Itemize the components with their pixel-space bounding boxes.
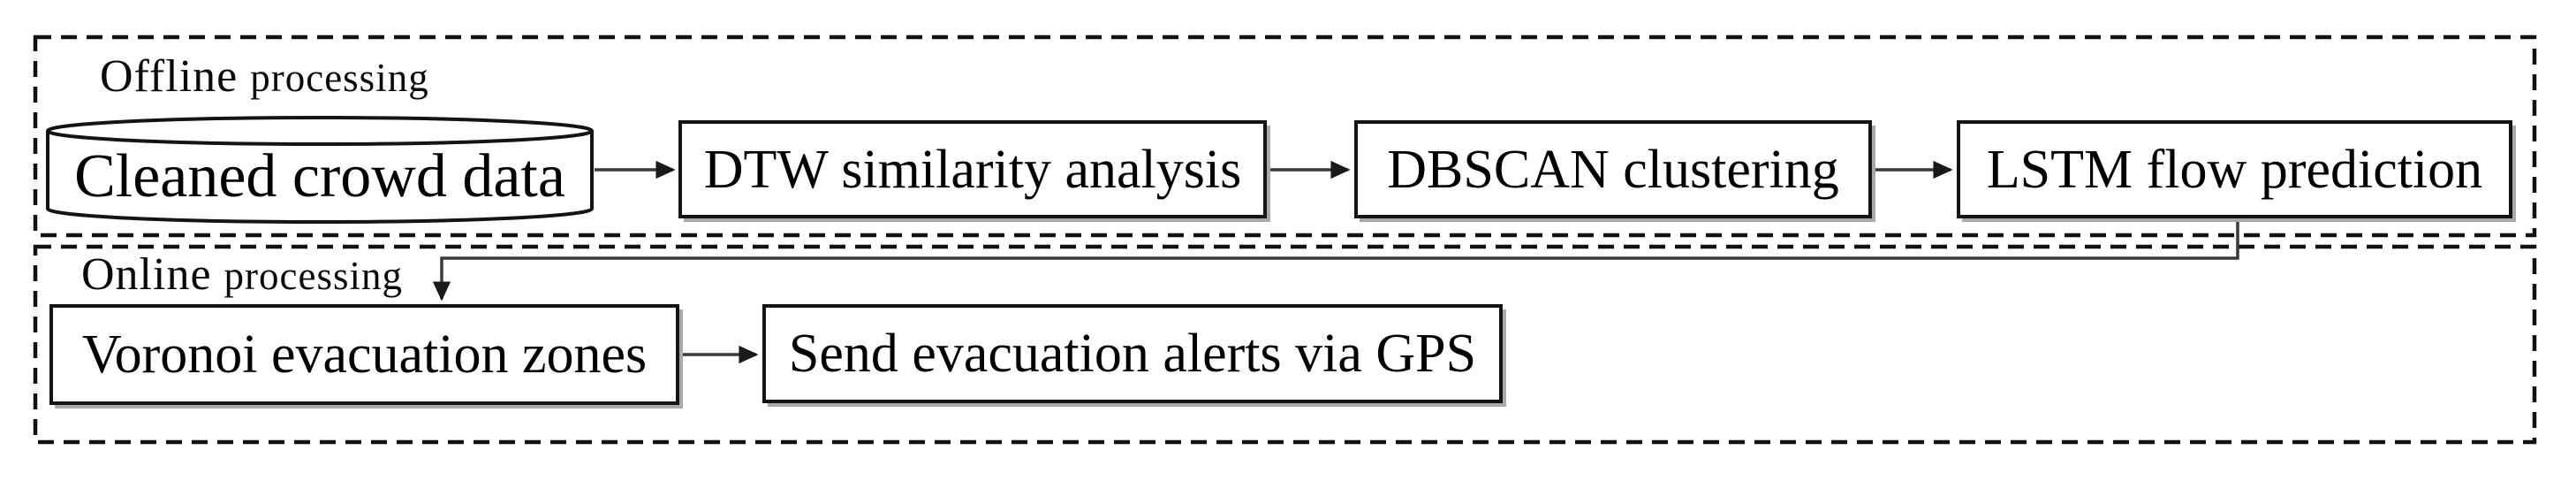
online-section-label: Online processing [81,249,403,300]
offline-label-sub: processing [250,56,429,100]
offline-section-label: Offline processing [100,51,429,102]
offline-label-main: Offline [100,51,239,102]
cylinder-top-ellipse [46,116,594,146]
node-voronoi-evacuation-zones: Voronoi evacuation zones [49,304,679,405]
online-label-main: Online [81,249,212,300]
offline-section-border [33,34,2537,238]
cylinder-body [46,131,594,224]
cylinder-shape [46,116,594,224]
node-dtw-similarity-analysis: DTW similarity analysis [678,120,1267,218]
node-send-evacuation-alerts: Send evacuation alerts via GPS [762,304,1503,403]
online-label-sub: processing [224,254,403,298]
connector-lstm-to-voronoi [432,220,2239,302]
node-lstm-flow-prediction: LSTM flow prediction [1957,120,2512,218]
online-section-border [33,244,2537,445]
node-dbscan-clustering: DBSCAN clustering [1354,120,1872,218]
node-cleaned-crowd-data: Cleaned crowd data [74,142,565,210]
